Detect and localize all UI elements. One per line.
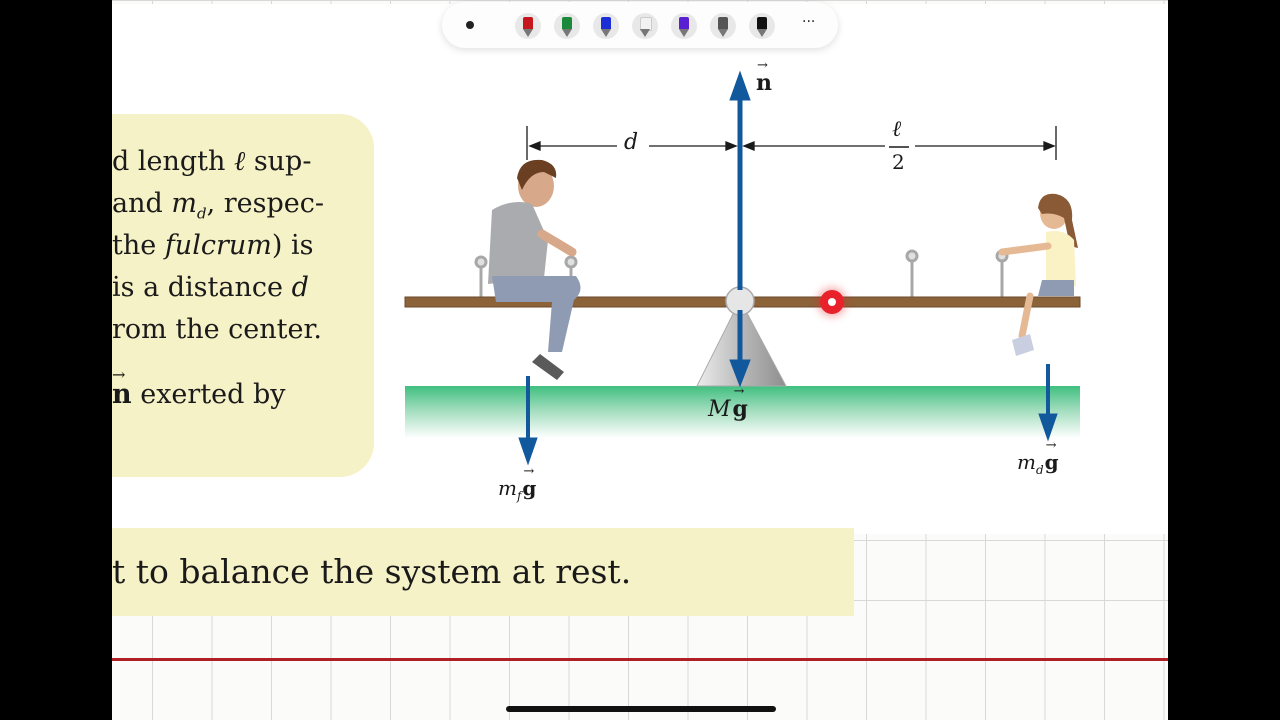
pen-green-icon[interactable] (553, 11, 581, 41)
text-line-4: is a distance d (112, 272, 309, 303)
board-weight-label: Mg→ (708, 384, 748, 422)
more-options-button[interactable]: ··· (802, 14, 816, 30)
text-line-6: n → exerted by (112, 365, 286, 410)
pen-purple-icon[interactable] (670, 11, 698, 41)
text-line-3: the fulcrum) is (112, 230, 314, 261)
father-weight-label: mfg→ (498, 464, 537, 503)
notes-canvas[interactable]: d length ℓ sup- and md, respec- the fulc… (112, 0, 1168, 720)
highlighted-bottom-line: t to balance the system at rest. (112, 528, 854, 616)
dimension-lines (526, 126, 1057, 160)
toolbar-handle-icon[interactable] (466, 21, 474, 29)
girl-figure (998, 193, 1078, 356)
ground (405, 386, 1080, 438)
pen-gray-icon[interactable] (709, 11, 737, 41)
daughter-weight-label: mdg→ (1017, 438, 1059, 477)
laser-pointer-icon (820, 290, 844, 314)
normal-force-arrowhead (729, 70, 751, 101)
pen-red-icon[interactable] (514, 11, 542, 41)
half-length-numerator: ℓ (892, 117, 902, 142)
text-line-2: and md, respec- (112, 188, 324, 223)
force-vectors (518, 70, 1058, 466)
board-weight-arrowhead (729, 359, 751, 388)
seesaw-handles (474, 249, 1009, 298)
father-weight-arrowhead (518, 437, 538, 466)
margin-red-line (112, 658, 1168, 661)
highlighted-text-box: d length ℓ sup- and md, respec- the fulc… (112, 114, 374, 477)
text-line-5: rom the center. (112, 314, 322, 345)
pen-black-icon[interactable] (748, 11, 776, 41)
half-length-denominator: 2 (892, 150, 905, 174)
distance-d-label: d (624, 130, 639, 155)
normal-force-label: n→ (756, 58, 772, 96)
daughter-weight-arrowhead (1038, 413, 1058, 442)
bottom-text: t to balance the system at rest. (112, 552, 632, 591)
text-line-1: d length ℓ sup- (112, 146, 312, 177)
pen-blue-icon[interactable] (592, 11, 620, 41)
pen-white-icon[interactable] (631, 11, 659, 41)
pen-toolbar: ··· (442, 2, 838, 48)
boy-figure (488, 159, 581, 380)
home-indicator[interactable] (506, 706, 776, 712)
seesaw-diagram (404, 70, 1081, 466)
